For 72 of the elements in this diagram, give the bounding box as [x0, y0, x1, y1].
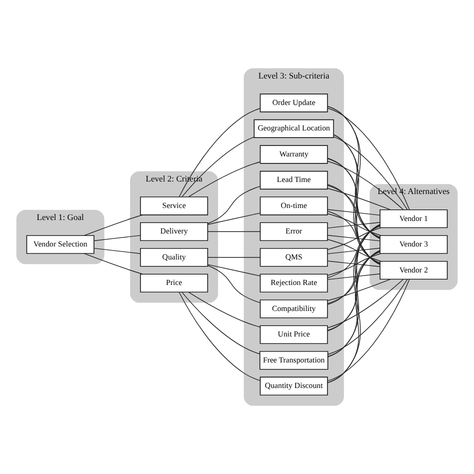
node-box: Quantity Discount — [260, 376, 328, 396]
connector — [328, 224, 380, 358]
node-box: Price — [140, 274, 208, 292]
connector — [327, 251, 380, 304]
connector — [327, 278, 391, 302]
connector — [327, 224, 380, 384]
node-box: Unit Price — [260, 325, 328, 344]
node-box: Quality — [140, 248, 208, 267]
connector — [327, 185, 380, 238]
node-box: Lead Time — [260, 170, 328, 190]
node-box: Free Transportation — [260, 351, 328, 370]
connector — [207, 231, 260, 232]
connector — [327, 227, 382, 250]
connector — [327, 273, 380, 280]
connector — [327, 158, 380, 238]
connector — [188, 162, 260, 198]
connector — [327, 278, 404, 328]
connector — [327, 222, 380, 228]
connector — [178, 108, 261, 198]
connector — [327, 106, 380, 239]
connector — [327, 253, 382, 276]
node-box: On-time — [260, 196, 328, 216]
node-box: Vendor 2 — [380, 260, 448, 280]
connector — [328, 278, 408, 355]
connector — [327, 226, 380, 278]
connector — [327, 250, 380, 357]
connector — [188, 292, 260, 328]
node-box: Delivery — [140, 222, 208, 241]
connector — [207, 265, 260, 304]
node-box: Service — [140, 196, 208, 216]
connector — [94, 235, 141, 242]
node-box: Order Update — [260, 94, 328, 112]
connector — [327, 260, 380, 268]
connector — [327, 106, 380, 265]
connector — [327, 238, 382, 262]
connector — [182, 136, 254, 198]
connector — [327, 248, 380, 254]
connector — [207, 212, 260, 225]
connector — [327, 209, 380, 216]
connector — [333, 136, 408, 210]
connector — [178, 292, 261, 382]
connector — [327, 278, 410, 382]
node-box: Geographical Location — [254, 119, 334, 138]
connector — [94, 248, 141, 254]
connector — [327, 213, 382, 236]
connector — [327, 250, 380, 331]
connector — [207, 264, 260, 276]
connector — [84, 214, 143, 236]
connector — [327, 250, 380, 384]
connector — [327, 210, 380, 264]
node-box: Vendor Selection — [26, 235, 94, 254]
connector — [327, 188, 391, 210]
connector — [207, 257, 260, 258]
connector — [333, 134, 380, 239]
connector — [207, 186, 260, 224]
connector — [327, 160, 404, 210]
connector — [84, 253, 143, 274]
connector — [327, 224, 380, 306]
connector — [327, 234, 380, 242]
node-box: Compatibility — [260, 300, 328, 318]
node-box: Vendor 1 — [380, 209, 448, 228]
connector — [327, 184, 380, 264]
node-box: Warranty — [260, 145, 328, 164]
connector — [182, 292, 260, 354]
connector — [327, 108, 410, 210]
node-box: QMS — [260, 248, 328, 267]
node-box: Rejection Rate — [260, 274, 328, 292]
node-box: Error — [260, 222, 328, 241]
node-box: Vendor 3 — [380, 235, 448, 254]
connector — [327, 224, 380, 332]
connector — [327, 158, 380, 264]
connector — [333, 134, 380, 265]
